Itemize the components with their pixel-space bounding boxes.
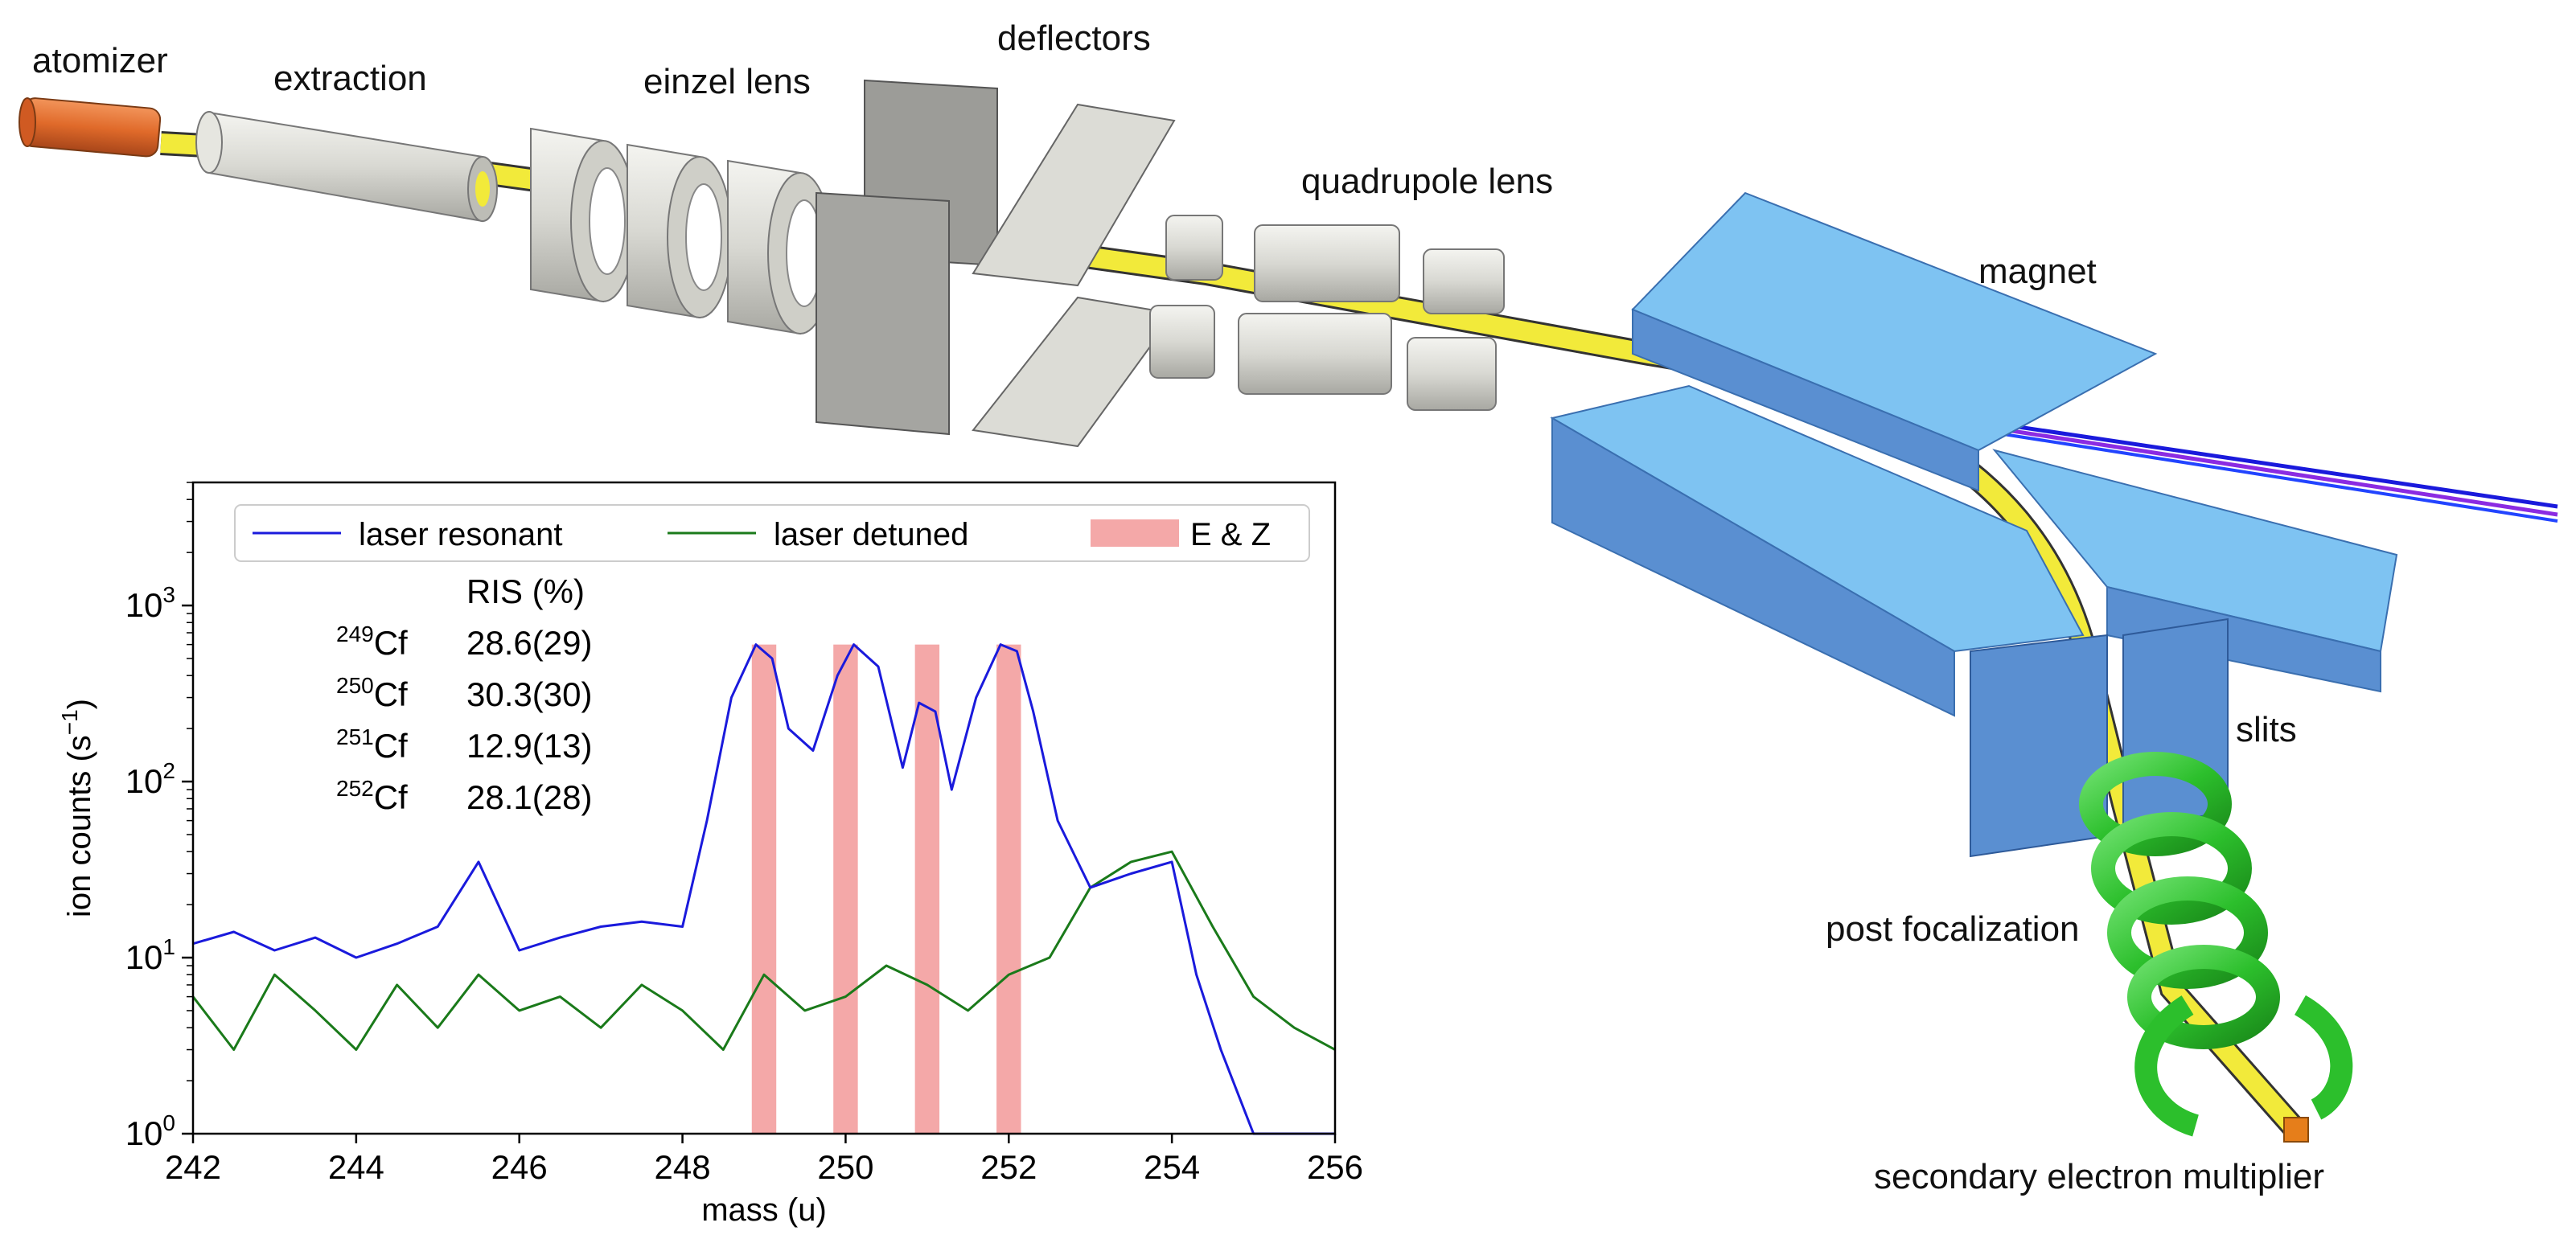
label-atomizer: atomizer xyxy=(32,41,168,80)
label-extraction: extraction xyxy=(273,59,427,98)
y-tick-label: 101 xyxy=(125,934,175,976)
y-tick-label: 103 xyxy=(125,582,175,624)
ris-row: 251Cf xyxy=(336,724,408,765)
label-deflectors: deflectors xyxy=(997,18,1151,58)
ris-annotation: RIS (%) 249Cf 28.6(29) 250Cf 30.3(30) 25… xyxy=(336,572,592,816)
y-axis-label: ion counts (s−1) xyxy=(57,699,97,917)
quadrupole-lens-icon xyxy=(1149,215,1505,411)
label-quadrupole-lens: quadrupole lens xyxy=(1301,162,1553,201)
x-tick-label: 252 xyxy=(980,1148,1037,1186)
y-tick-label: 102 xyxy=(125,758,175,800)
x-axis-label: mass (u) xyxy=(701,1192,827,1228)
legend-label-detuned: laser detuned xyxy=(774,517,968,552)
x-tick-label: 248 xyxy=(655,1148,711,1186)
label-magnet: magnet xyxy=(1978,252,2097,291)
label-post-focalization: post focalization xyxy=(1826,909,2080,949)
ez-bands xyxy=(751,644,1021,1134)
magnet-icon xyxy=(1550,191,2398,717)
ion-counts-chart: 242 244 246 248 250 252 254 256 100 101 102 103 ma… xyxy=(57,481,1363,1228)
legend-swatch-ez xyxy=(1091,519,1179,547)
ris-value: 28.6(29) xyxy=(466,624,592,662)
ris-header: RIS (%) xyxy=(466,572,585,610)
ez-band xyxy=(751,644,777,1134)
ris-row: 250Cf xyxy=(336,673,408,713)
legend-box xyxy=(234,504,1310,562)
x-tick-label: 254 xyxy=(1144,1148,1200,1186)
ris-row: 249Cf xyxy=(336,622,408,662)
ez-band xyxy=(833,644,858,1134)
deflectors-icon xyxy=(816,79,1176,448)
x-tick-label: 242 xyxy=(165,1148,221,1186)
series-line xyxy=(191,850,1336,1051)
legend-label-ez: E & Z xyxy=(1190,517,1271,552)
ez-band xyxy=(996,644,1021,1134)
y-axis-ticks: 100 101 102 103 xyxy=(125,482,193,1152)
label-secondary-electron-multiplier: secondary electron multiplier xyxy=(1874,1157,2324,1196)
ris-value: 12.9(13) xyxy=(466,727,592,765)
chart-legend: laser resonant laser detuned E & Z xyxy=(234,504,1310,562)
x-axis-ticks: 242 244 246 248 250 252 254 256 xyxy=(165,1134,1363,1186)
series-line xyxy=(192,643,1335,1135)
atomizer-icon xyxy=(18,97,162,158)
einzel-lens-icon xyxy=(530,127,833,335)
x-tick-label: 244 xyxy=(328,1148,384,1186)
label-einzel-lens: einzel lens xyxy=(643,62,811,101)
ez-band xyxy=(914,644,940,1134)
y-tick-label: 100 xyxy=(125,1110,175,1152)
ris-value: 28.1(28) xyxy=(466,778,592,816)
ris-value: 30.3(30) xyxy=(466,675,592,713)
plot-frame xyxy=(191,481,1337,1135)
secondary-electron-multiplier-icon xyxy=(2283,1117,2309,1143)
x-tick-label: 256 xyxy=(1307,1148,1363,1186)
series-lines xyxy=(191,643,1336,1135)
legend-label-resonant: laser resonant xyxy=(359,517,562,552)
label-slits: slits xyxy=(2236,710,2297,749)
x-tick-label: 246 xyxy=(491,1148,548,1186)
extraction-electrode-icon xyxy=(195,111,498,223)
ris-row: 252Cf xyxy=(336,776,408,816)
post-focalization-icon xyxy=(2079,752,2353,1137)
x-tick-label: 250 xyxy=(817,1148,873,1186)
